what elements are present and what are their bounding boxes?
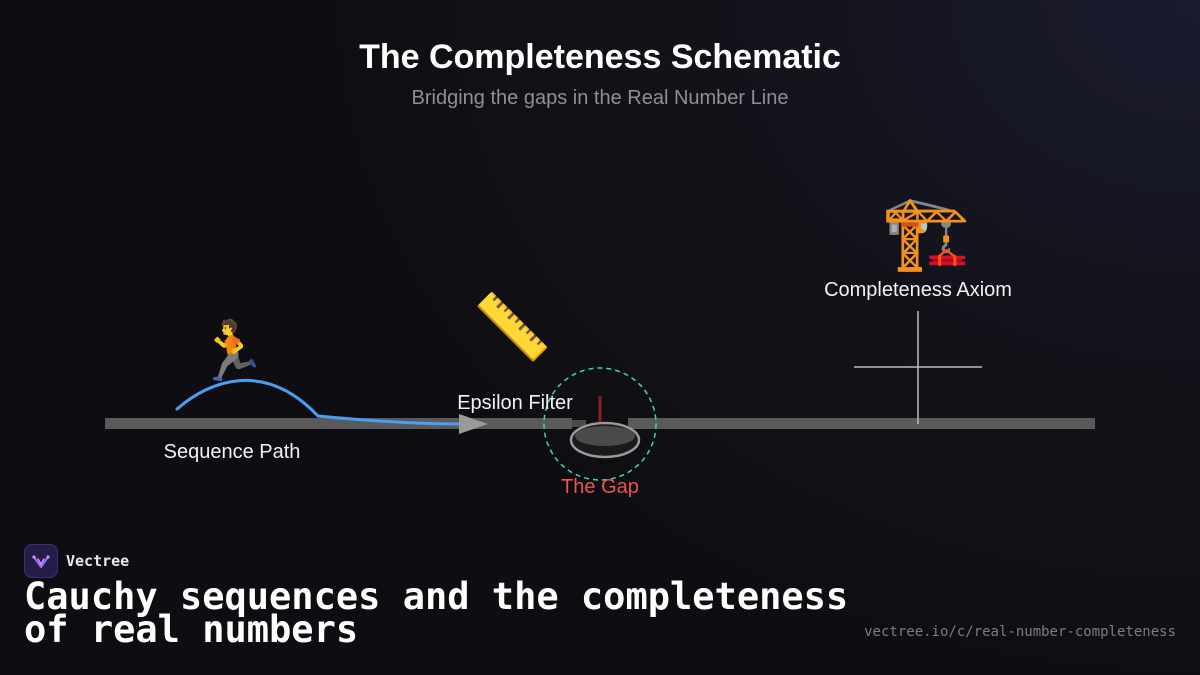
sequence-path-label: Sequence Path [163, 441, 301, 463]
epsilon-filter-label: Epsilon Filter [457, 392, 573, 414]
number-line-stub [572, 420, 586, 427]
page-title: The Completeness Schematic [359, 38, 841, 76]
brand: Vectree [24, 544, 129, 578]
sequence-arrow-icon [459, 414, 488, 434]
gap-hole-rim [575, 426, 635, 446]
number-line-left [105, 418, 572, 429]
footer-title: Cauchy sequences and the completeness of… [24, 575, 849, 651]
footer-url[interactable]: vectree.io/c/real-number-completeness [864, 624, 1176, 640]
crane-icon: 🏗️ [881, 190, 971, 274]
brand-name: Vectree [66, 552, 130, 570]
gap-label: The Gap [561, 476, 639, 498]
completeness-axiom-label: Completeness Axiom [824, 279, 1012, 301]
gap-circle [543, 367, 657, 481]
sequence-path-curve [175, 379, 462, 426]
number-line-right [628, 418, 1095, 429]
runner-icon: 🏃 [195, 317, 269, 385]
ruler-icon: 📏 [472, 291, 552, 365]
page-subtitle: Bridging the gaps in the Real Number Lin… [411, 87, 789, 109]
vectree-logo-icon [24, 544, 58, 578]
